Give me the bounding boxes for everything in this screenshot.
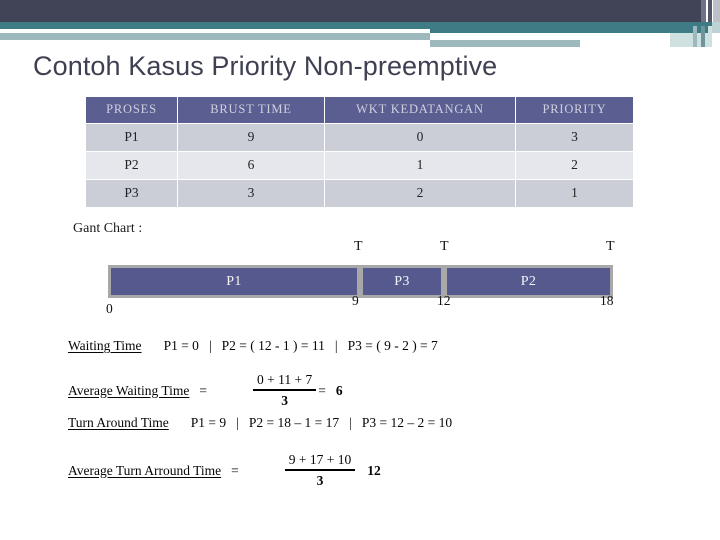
average-waiting-time-fraction: 0 + 11 + 7 3: [253, 372, 317, 409]
header-light-block: [670, 33, 712, 47]
header-teal-cutout: [0, 29, 430, 36]
average-turn-around-time-fraction: 9 + 17 + 10 3: [284, 452, 356, 489]
table-row: P1 9 0 3: [86, 124, 633, 151]
header-light-band-1: [0, 33, 430, 40]
gantt-segment-p3: P3: [360, 265, 444, 298]
page-title: Contoh Kasus Priority Non-preemptive: [33, 51, 498, 81]
turn-around-time-p2: P2 = 18 – 1 = 17: [248, 415, 340, 430]
header-light-gap-1: [430, 33, 712, 40]
column-header-priority: PRIORITY: [516, 97, 633, 123]
average-waiting-time-numerator: 0 + 11 + 7: [253, 372, 317, 391]
gantt-tick-marker-2: T: [440, 239, 449, 254]
column-header-proses: PROSES: [86, 97, 177, 123]
header-dark-accent-2: [708, 0, 712, 26]
turn-around-time-p1: P1 = 9: [190, 415, 227, 430]
waiting-time-label: Waiting Time: [68, 338, 142, 353]
average-waiting-time-equals-2: =: [318, 382, 326, 398]
gantt-tick-value-18: 18: [600, 293, 614, 308]
header-dark-accent-3: [713, 0, 720, 26]
turn-around-time-line: Turn Around Time P1 = 9 | P2 = 18 – 1 = 17 |…: [68, 415, 452, 431]
waiting-time-sep-1: |: [208, 338, 212, 353]
process-table: PROSES BRUST TIME WKT KEDATANGAN PRIORIT…: [85, 96, 634, 208]
cell-priority: 2: [516, 152, 633, 179]
turn-around-time-p3: P3 = 12 – 2 = 10: [361, 415, 453, 430]
cell-priority: 1: [516, 180, 633, 207]
cell-arrival: 1: [325, 152, 515, 179]
average-turn-around-time-numerator: 9 + 17 + 10: [284, 452, 356, 471]
column-header-burst-time: BRUST TIME: [178, 97, 324, 123]
gantt-tick-marker-3: T: [606, 239, 615, 254]
average-turn-around-time-denominator: 3: [316, 473, 324, 488]
average-turn-around-time-line: Average Turn Arround Time = 9 + 17 + 10 …: [68, 452, 381, 489]
gantt-chart: P1 P3 P2: [108, 265, 613, 298]
turn-around-time-sep-1: |: [236, 415, 239, 430]
column-header-arrival: WKT KEDATANGAN: [325, 97, 515, 123]
cell-burst: 9: [178, 124, 324, 151]
cell-arrival: 2: [325, 180, 515, 207]
gantt-tick-value-9: 9: [352, 293, 359, 308]
cell-priority: 3: [516, 124, 633, 151]
header-teal-edge: [712, 22, 720, 33]
waiting-time-p3: P3 = ( 9 - 2 ) = 7: [347, 338, 438, 353]
gantt-segment-p2: P2: [444, 265, 613, 298]
average-waiting-time-equals: =: [199, 382, 208, 398]
header-light-gap-2: [580, 40, 670, 47]
header-teal-band: [0, 22, 712, 33]
average-turn-around-time-equals: =: [231, 462, 239, 478]
turn-around-time-sep-2: |: [349, 415, 352, 430]
gantt-chart-label: Gant Chart :: [73, 221, 143, 236]
header-dark-accent-1: [701, 0, 706, 26]
cell-proses: P2: [86, 152, 177, 179]
header-vertical-bar-3: [708, 26, 712, 47]
average-turn-around-time-label: Average Turn Arround Time: [68, 462, 222, 478]
average-waiting-time-result: 6: [335, 382, 343, 398]
gantt-segment-p1: P1: [108, 265, 360, 298]
cell-proses: P3: [86, 180, 177, 207]
header-dark-band: [0, 0, 701, 22]
table-row: P2 6 1 2: [86, 152, 633, 179]
waiting-time-line: Waiting Time P1 = 0 | P2 = ( 12 - 1 ) = 11 |…: [68, 338, 438, 354]
waiting-time-p2: P2 = ( 12 - 1 ) = 11: [221, 338, 325, 353]
average-waiting-time-line: Average Waiting Time = 0 + 11 + 7 3 = 6: [68, 372, 343, 409]
turn-around-time-label: Turn Around Time: [68, 415, 169, 430]
average-turn-around-time-result: 12: [367, 462, 381, 478]
waiting-time-p1: P1 = 0: [163, 338, 199, 353]
header-vertical-bar-2: [701, 26, 705, 47]
cell-burst: 6: [178, 152, 324, 179]
cell-arrival: 0: [325, 124, 515, 151]
cell-proses: P1: [86, 124, 177, 151]
cell-burst: 3: [178, 180, 324, 207]
table-row: P3 3 2 1: [86, 180, 633, 207]
table-header-row: PROSES BRUST TIME WKT KEDATANGAN PRIORIT…: [86, 97, 633, 123]
average-waiting-time-label: Average Waiting Time: [68, 382, 190, 398]
average-waiting-time-denominator: 3: [281, 393, 289, 408]
header-light-band-2: [430, 40, 580, 47]
waiting-time-sep-2: |: [334, 338, 338, 353]
gantt-tick-value-0: 0: [106, 301, 113, 316]
gantt-tick-marker-1: T: [354, 239, 363, 254]
header-vertical-bar-1: [693, 26, 697, 47]
gantt-tick-value-12: 12: [437, 293, 451, 308]
slide-header-decoration: [0, 0, 720, 48]
